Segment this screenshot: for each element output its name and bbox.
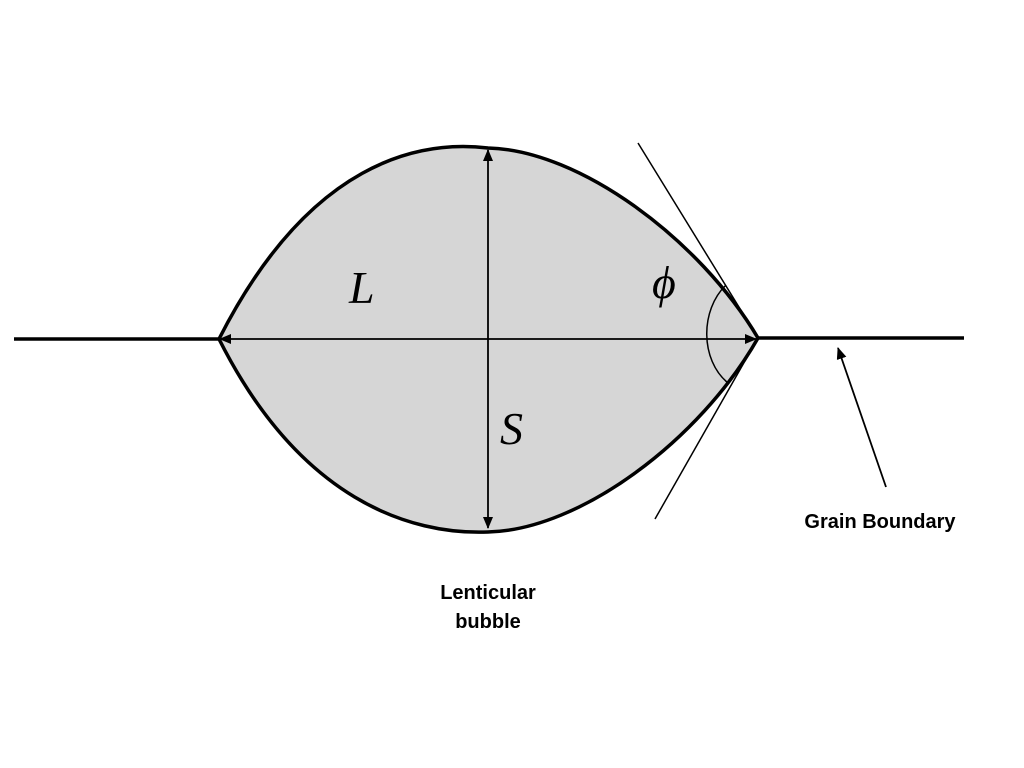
grain-boundary-label: Grain Boundary (804, 511, 956, 533)
dihedral-angle-arc (706, 284, 729, 384)
length-symbol: L (348, 262, 375, 313)
upper-tangent-line (637, 142, 759, 339)
width-symbol: S (500, 403, 523, 454)
bubble-label-line-2: bubble (455, 611, 521, 633)
grain-boundary-pointer-arrow (836, 347, 887, 488)
bubble-label-line-1: Lenticular (440, 582, 536, 604)
angle-symbol: ϕ (652, 257, 676, 308)
lower-tangent-line (654, 337, 759, 520)
